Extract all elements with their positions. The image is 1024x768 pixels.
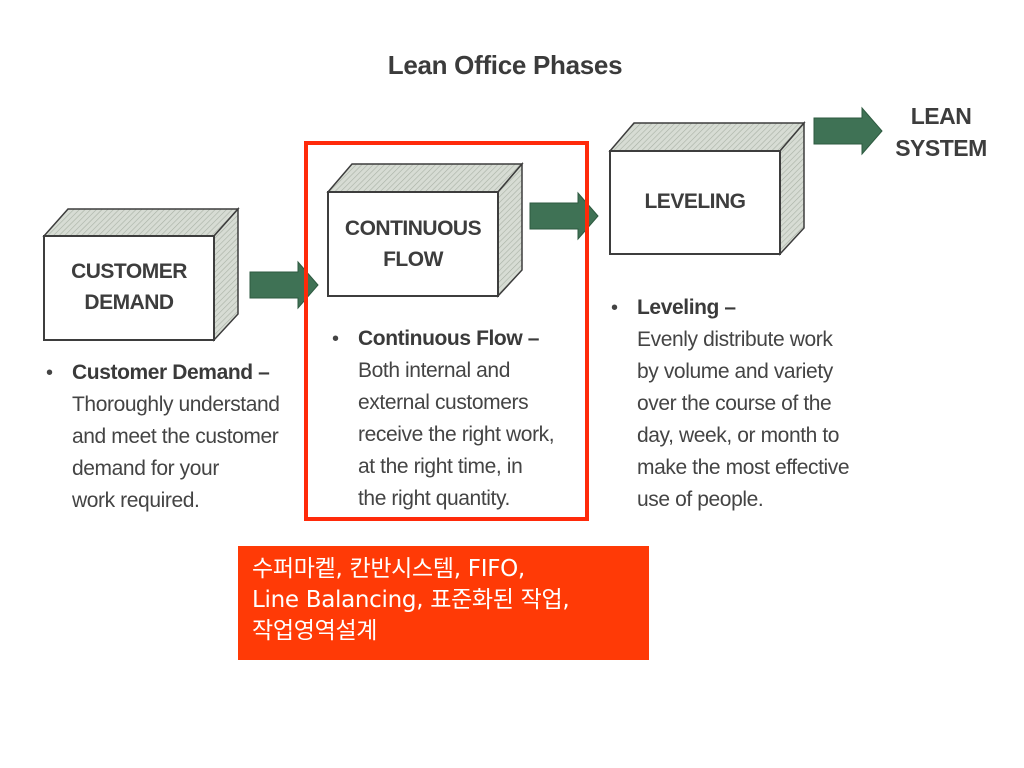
description-line: external customers (358, 391, 529, 414)
description-line: use of people. (637, 488, 764, 511)
customer-demand-box (42, 207, 240, 342)
bullet-icon: • (611, 297, 618, 319)
lean-system-label: LEAN SYSTEM (886, 100, 996, 164)
note-line: 수퍼마켙, 칸반시스템, FIFO, (252, 556, 525, 582)
note-line: Line Balancing, 표준화된 작업, (252, 587, 570, 613)
box-label-line: CONTINUOUS (344, 217, 482, 240)
description-line: day, week, or month to (637, 424, 840, 447)
description-heading: Leveling – (637, 296, 736, 319)
leveling-box (608, 120, 806, 256)
arrow-right-icon (249, 260, 319, 310)
box-label-line: CUSTOMER (71, 260, 187, 283)
leveling-label: LEVELING (610, 186, 780, 217)
note-callout: 수퍼마켙, 칸반시스템, FIFO, Line Balancing, 표준화된 … (238, 546, 649, 660)
page-title: Lean Office Phases (387, 50, 623, 80)
arrow-right-icon (813, 106, 883, 156)
leveling-description: • Leveling – Evenly distribute work by v… (611, 292, 850, 516)
description-line: by volume and variety (637, 360, 833, 383)
box-label-line: FLOW (383, 248, 443, 271)
continuous-flow-box (326, 161, 524, 298)
description-line: receive the right work, (358, 423, 555, 446)
description-line: Evenly distribute work (637, 328, 833, 351)
lean-system-line: SYSTEM (895, 135, 987, 161)
continuous-flow-label: CONTINUOUS FLOW (328, 213, 498, 275)
continuous-flow-description: • Continuous Flow – Both internal and ex… (332, 323, 555, 515)
note-line: 작업영역설계 (252, 618, 378, 644)
bullet-icon: • (46, 362, 53, 384)
customer-demand-description: • Customer Demand – Thoroughly understan… (46, 357, 280, 517)
description-heading: Continuous Flow – (358, 327, 540, 350)
description-line: demand for your (72, 457, 219, 480)
description-line: Thoroughly understand (72, 393, 280, 416)
box-label-line: LEVELING (644, 190, 746, 213)
description-line: Both internal and (358, 359, 510, 382)
description-heading: Customer Demand – (72, 361, 270, 384)
description-line: work required. (72, 489, 200, 512)
box-label-line: DEMAND (84, 291, 174, 314)
continuous-flow-highlight-frame (304, 141, 589, 521)
description-line: at the right time, in (358, 455, 523, 478)
customer-demand-label: CUSTOMER DEMAND (44, 256, 214, 318)
lean-system-line: LEAN (910, 103, 972, 129)
description-line: and meet the customer (72, 425, 279, 448)
description-line: the right quantity. (358, 487, 510, 510)
description-line: make the most effective (637, 456, 850, 479)
description-line: over the course of the (637, 392, 832, 415)
bullet-icon: • (332, 328, 339, 350)
